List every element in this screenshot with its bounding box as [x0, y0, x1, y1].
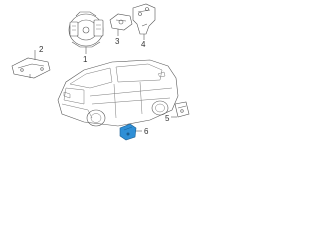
callout-6: 6 — [144, 127, 149, 136]
part-6-impact-sensor-icon — [119, 123, 137, 141]
part-2-bracket-icon — [11, 57, 51, 79]
suv-outline-icon — [57, 59, 179, 127]
callout-5: 5 — [165, 114, 170, 123]
part-3-sensor-icon — [109, 13, 133, 31]
callout-4: 4 — [141, 40, 146, 49]
part-1-module-icon — [68, 11, 104, 48]
part-4-bracket-icon — [132, 3, 156, 35]
parts-diagram: 1 3 4 2 — [0, 0, 200, 147]
part-5-side-sensor-icon — [174, 101, 190, 118]
callout-1: 1 — [83, 55, 88, 64]
callout-3: 3 — [115, 37, 120, 46]
diagram-svg: 1 3 4 2 — [11, 3, 190, 141]
callout-2: 2 — [39, 45, 44, 54]
